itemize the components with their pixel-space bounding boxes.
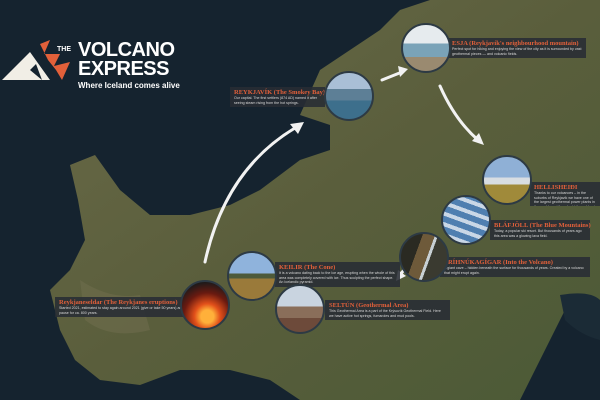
logo-mountain-icon [2, 40, 70, 80]
stop-label-blafjoll: BLÁFJÖLL (The Blue Mountains)Today, a po… [490, 220, 591, 241]
stop-label-keilir: KEILIR (The Cone)It is a volcano dating … [275, 262, 400, 287]
route-arrow [203, 126, 297, 264]
stop-label-seltun: SELTÚN (Geothermal Area)This Geothermal … [325, 300, 450, 321]
stop-title: BLÁFJÖLL (The Blue Mountains) [494, 222, 591, 229]
stop-title: ESJA (Reykjavík's neighbourhood mountain… [452, 40, 579, 47]
arrowhead [472, 133, 484, 145]
arrowhead [290, 122, 304, 134]
photo-thrihnukagigar[interactable] [399, 232, 449, 282]
stop-title: Reykjaneseldar (The Reykjanes eruptions) [59, 299, 178, 306]
stop-desc: Today, a popular ski resort. But thousan… [494, 229, 582, 238]
stop-title: REYKJAVÍK (The Smokey Bay) [234, 89, 326, 96]
stop-desc: It is a volcano dating back to the Ice a… [279, 271, 395, 285]
logo: THE VOLCANO EXPRESS Where Iceland comes … [2, 40, 192, 96]
logo-the: THE [57, 46, 71, 53]
logo-tagline: Where Iceland comes alive [78, 81, 180, 90]
logo-volcano: VOLCANO [78, 39, 175, 61]
stop-label-esja: ESJA (Reykjavík's neighbourhood mountain… [448, 38, 586, 59]
photo-esja[interactable] [401, 23, 451, 73]
stop-label-reykjaneseldar: Reykjaneseldar (The Reykjanes eruptions)… [55, 297, 190, 318]
photo-reykjaneseldar[interactable] [180, 280, 230, 330]
photo-blafjoll[interactable] [441, 195, 491, 245]
stop-title: KEILIR (The Cone) [279, 264, 336, 271]
photo-hellisheidi[interactable] [482, 155, 532, 205]
stop-title: ÞRÍHNÚKAGÍGAR (Into the Volcano) [444, 259, 553, 266]
photo-seltun[interactable] [275, 284, 325, 334]
logo-express: EXPRESS [78, 58, 169, 80]
stop-desc: A giant cave – hidden beneath the surfac… [444, 266, 584, 275]
stop-title: HELLISHEIÐI [534, 184, 578, 191]
arrowhead [398, 66, 408, 77]
stop-desc: This Geothermal Area is a part of the Kr… [329, 309, 441, 318]
stop-desc: Started 2021, estimated to stay again ar… [59, 306, 184, 315]
stop-desc: Our capital. The first settlers (874 AD)… [234, 96, 318, 105]
stop-label-thrihnukagigar: ÞRÍHNÚKAGÍGAR (Into the Volcano)A giant … [440, 257, 590, 278]
photo-keilir[interactable] [227, 251, 277, 301]
route-arrow [380, 70, 404, 82]
stop-desc: Perfect spot for hiking and enjoying the… [452, 47, 582, 56]
stop-label-reykjavik: REYKJAVÍK (The Smokey Bay)Our capital. T… [230, 87, 326, 108]
route-arrow [438, 84, 480, 142]
stop-title: SELTÚN (Geothermal Area) [329, 302, 409, 309]
stop-desc: Thanks to our volcanoes – in the suburbs… [534, 191, 595, 206]
photo-reykjavik[interactable] [324, 71, 374, 121]
